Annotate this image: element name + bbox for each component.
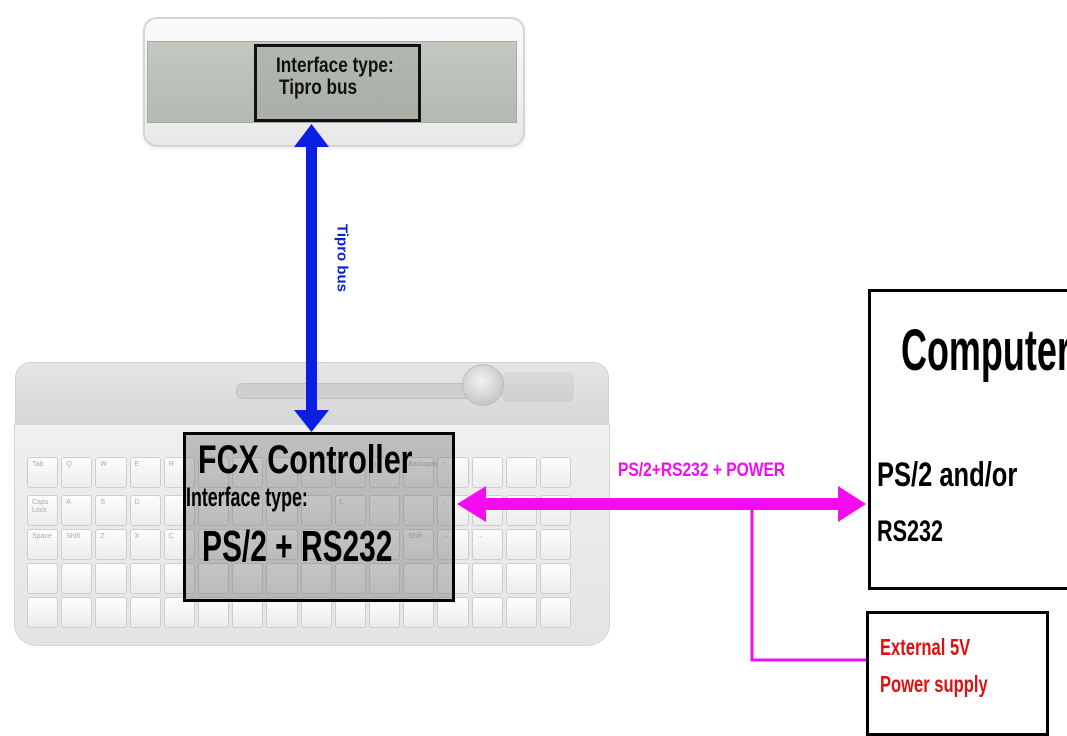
link-label: PS/2+RS232 + POWER bbox=[618, 461, 785, 481]
computer-interface-line2: RS232 bbox=[877, 515, 943, 549]
power-supply-line1: External 5V bbox=[880, 634, 970, 660]
power-branch-line bbox=[752, 508, 867, 660]
computer-interface-line1: PS/2 and/or bbox=[877, 456, 1017, 494]
tipro-bus-arrow bbox=[294, 124, 329, 432]
computer-title: Computer bbox=[901, 320, 1067, 382]
tipro-bus-label: Tipro bus bbox=[335, 224, 350, 292]
link-arrow bbox=[457, 486, 866, 522]
power-supply-line2: Power supply bbox=[880, 671, 988, 697]
